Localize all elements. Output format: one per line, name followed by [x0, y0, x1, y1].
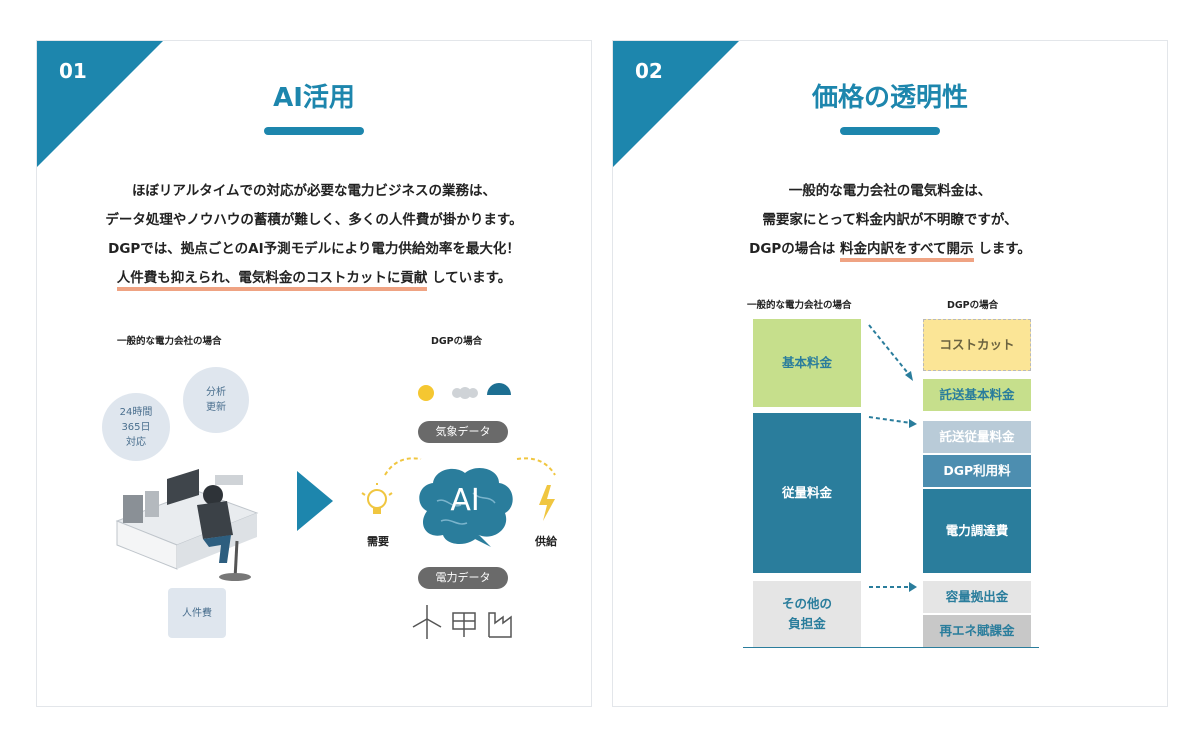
block-procurement-cost: 電力調達費 — [923, 489, 1031, 573]
card-price-transparency: 02 価格の透明性 一般的な電力会社の電気料金は、 需要家にとって料金内訳が不明… — [612, 40, 1168, 707]
desc-line: 需要家にとって料金内訳が不明瞭ですが、 — [762, 212, 1018, 228]
block-basic-fee: 基本料金 — [753, 319, 861, 407]
lightning-icon — [539, 485, 555, 521]
block-transmission-basic: 託送基本料金 — [923, 379, 1031, 411]
desc-highlight: 人件費も抑えられ、電気料金のコストカットに貢献 — [116, 270, 428, 291]
card-title: AI活用 — [273, 83, 355, 113]
block-other-charges: その他の 負担金 — [753, 581, 861, 647]
block-renewable-levy: 再エネ賦課金 — [923, 615, 1031, 647]
left-diagram-label: 一般的な電力会社の場合 — [747, 300, 852, 311]
lightbulb-icon — [361, 483, 393, 514]
bubble-24h-text: 24時間 365日 対応 — [119, 406, 153, 448]
block-cost-cut: コストカット — [923, 319, 1031, 371]
energy-source-icons — [412, 605, 512, 639]
card-number: 02 — [635, 59, 663, 83]
desc-line: ほぼリアルタイムでの対応が必要な電力ビジネスの業務は、 — [131, 183, 497, 199]
right-diagram-label: DGPの場合 — [431, 336, 483, 347]
card-description: 一般的な電力会社の電気料金は、 需要家にとって料金内訳が不明瞭ですが、 DGPの… — [613, 177, 1167, 264]
bubble-labor-cost: 人件費 — [168, 588, 226, 638]
arrow-right-icon — [297, 471, 333, 531]
bubble-analysis-text: 分析 更新 — [206, 387, 226, 413]
block-capacity-contribution: 容量拠出金 — [923, 581, 1031, 613]
demand-label: 需要 — [367, 535, 389, 548]
right-diagram-label: DGPの場合 — [947, 300, 999, 311]
left-diagram-label: 一般的な電力会社の場合 — [117, 336, 222, 347]
flow-arcs — [384, 457, 556, 476]
corner-ribbon — [37, 41, 163, 167]
bubble-cost-text: 人件費 — [182, 607, 212, 619]
desc-highlight: 料金内訳をすべて開示 — [840, 241, 974, 262]
breakdown-arrows — [868, 324, 917, 592]
ai-label: AI — [450, 483, 480, 518]
weather-icons — [418, 383, 511, 401]
desc-line: 一般的な電力会社の電気料金は、 — [788, 183, 992, 199]
weather-data-pill: 気象データ — [418, 421, 508, 443]
desc-line-rest: しています。 — [427, 270, 512, 286]
corner-ribbon — [613, 41, 739, 167]
supply-label: 供給 — [535, 535, 557, 548]
bubble-analysis: 分析 更新 — [183, 367, 249, 433]
card-description: ほぼリアルタイムでの対応が必要な電力ビジネスの業務は、 データ処理やノウハウの蓄… — [37, 177, 591, 293]
desc-line: DGPの場合は 料金内訳をすべて開示 します。 — [613, 235, 1167, 264]
block-transmission-usage: 託送従量料金 — [923, 421, 1031, 453]
ai-brain-icon — [419, 468, 513, 547]
power-data-pill: 電力データ — [418, 567, 508, 589]
office-worker-illustration — [115, 469, 259, 581]
desc-line-rest: します。 — [973, 241, 1031, 257]
title-underline — [840, 127, 940, 135]
baseline — [743, 647, 1039, 648]
card-number: 01 — [59, 59, 87, 83]
block-dgp-fee: DGP利用料 — [923, 455, 1031, 487]
bubble-24h: 24時間 365日 対応 — [102, 393, 170, 461]
desc-line: データ処理やノウハウの蓄積が難しく、多くの人件費が掛かります。 — [105, 212, 523, 228]
desc-line-prefix: DGPの場合は — [749, 241, 840, 257]
card-ai-utilization: 01 AI活用 ほぼリアルタイムでの対応が必要な電力ビジネスの業務は、 データ処… — [36, 40, 592, 707]
title-underline — [264, 127, 364, 135]
card-title: 価格の透明性 — [811, 83, 968, 113]
desc-line: 人件費も抑えられ、電気料金のコストカットに貢献 しています。 — [37, 264, 591, 293]
desc-line: DGPでは、拠点ごとのAI予測モデルにより電力供給効率を最大化！ — [108, 241, 520, 257]
block-usage-fee: 従量料金 — [753, 413, 861, 573]
